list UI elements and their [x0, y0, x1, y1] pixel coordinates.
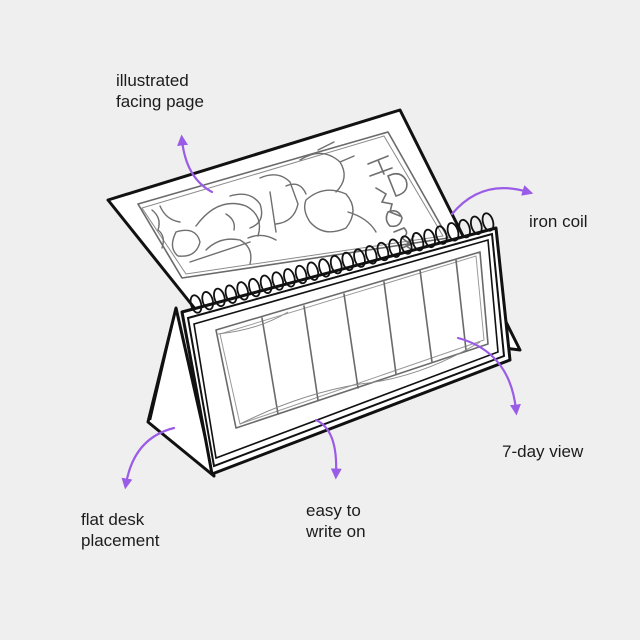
coil-ring — [224, 284, 238, 304]
coil-ring — [259, 274, 273, 294]
coil-ring — [388, 238, 401, 258]
coil-ring — [271, 271, 285, 291]
coil-ring — [399, 235, 413, 255]
front-calendar-page — [180, 226, 512, 476]
coil-ring — [306, 261, 320, 281]
coil-ring — [469, 215, 483, 235]
label-line: illustrated — [116, 71, 189, 90]
label-7-day-view: 7-day view — [502, 441, 583, 462]
annotation-arrows — [121, 134, 534, 490]
label-flat-desk-placement: flat desk placement — [81, 509, 159, 551]
coil-ring — [283, 268, 296, 288]
coil-ring — [434, 225, 448, 245]
label-line: placement — [81, 531, 160, 550]
coil-ring — [189, 294, 203, 314]
coil-ring — [458, 218, 471, 239]
label-line: iron coil — [529, 212, 588, 231]
sketch-illustration — [151, 141, 377, 265]
coil-ring — [329, 254, 343, 275]
label-line: easy to — [306, 501, 361, 520]
label-illustrated-facing-page: illustrated facing page — [116, 70, 204, 112]
arrow-facing-page — [177, 134, 214, 194]
coil-ring — [446, 222, 460, 242]
arrow-iron-coil — [450, 185, 534, 216]
label-line: flat desk — [81, 510, 145, 529]
coil-ring — [341, 251, 355, 272]
coil-ring — [411, 232, 425, 252]
coil-ring — [423, 228, 436, 249]
coil-ring — [236, 281, 250, 301]
label-line: write on — [306, 522, 366, 541]
coil-ring — [201, 291, 215, 311]
coil-ring — [376, 241, 390, 262]
arrow-easy-write — [314, 418, 342, 480]
label-line: 7-day view — [502, 442, 584, 461]
arrow-7day-view — [456, 336, 521, 416]
day-columns — [261, 259, 467, 415]
label-line: facing page — [116, 92, 204, 111]
label-easy-to-write-on: easy to write on — [306, 500, 366, 542]
coil-ring — [364, 245, 378, 265]
stand-base — [146, 306, 216, 478]
coil-ring — [213, 287, 226, 308]
coil-ring — [353, 248, 366, 268]
coil-ring — [294, 264, 308, 285]
arrow-flat-desk — [121, 426, 176, 490]
coil-ring — [318, 258, 331, 278]
coil-ring — [481, 212, 495, 232]
coil-ring — [248, 277, 261, 298]
iron-coil — [189, 212, 495, 314]
label-iron-coil: iron coil — [529, 211, 588, 232]
